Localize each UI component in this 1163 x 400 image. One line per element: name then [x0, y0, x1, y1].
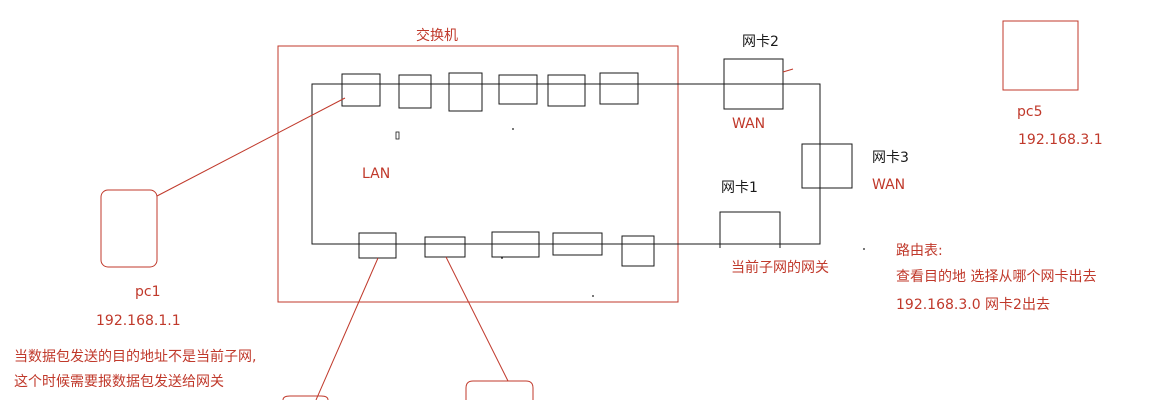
port-bottom-5	[621, 235, 655, 267]
pc-bottom-right-box	[465, 380, 534, 400]
pc5-name: pc5	[1017, 104, 1043, 120]
pc5-box	[1002, 20, 1079, 91]
lan-label: LAN	[362, 166, 390, 182]
router-box	[311, 83, 821, 245]
stray-mark	[395, 131, 400, 140]
port-top-5	[547, 74, 586, 107]
pc5-ip: 192.168.3.1	[1018, 132, 1103, 148]
port-top-4	[498, 74, 538, 105]
note-line-1: 当数据包发送的目的地址不是当前子网,	[14, 348, 256, 365]
route-entry: 192.168.3.0 网卡2出去	[896, 297, 1050, 313]
switch-title: 交换机	[416, 27, 458, 44]
port-top-6	[599, 72, 639, 105]
stray-dot-4	[863, 248, 865, 250]
port-bottom-3	[491, 231, 540, 258]
stray-dot-1	[512, 128, 514, 130]
port-bottom-4	[552, 232, 603, 256]
nic2-label: 网卡2	[742, 34, 779, 50]
nic2-tick	[782, 68, 794, 73]
port-top-2	[398, 74, 432, 109]
switch-box	[277, 45, 679, 303]
pc1-ip: 192.168.1.1	[96, 313, 181, 329]
nic2-box	[723, 58, 784, 110]
port-link-right	[445, 256, 509, 382]
port-bottom-1	[358, 232, 397, 259]
pc1-name: pc1	[135, 284, 161, 300]
top-ports	[341, 72, 639, 112]
route-title: 路由表:	[896, 243, 943, 259]
nic3-box	[801, 143, 853, 189]
stray-dot-3	[592, 295, 594, 297]
port-top-3	[448, 72, 483, 112]
nic3-wan-label: WAN	[872, 177, 905, 193]
note-line-2: 这个时候需要报数据包发送给网关	[14, 373, 224, 390]
port-link-left	[315, 257, 379, 400]
bottom-ports	[358, 231, 655, 267]
nic1-label: 网卡1	[721, 180, 758, 196]
nic1-box	[719, 211, 781, 248]
port-top-1	[341, 73, 381, 107]
port-bottom-2	[424, 236, 466, 258]
nic3-label: 网卡3	[872, 150, 909, 166]
nic1-desc: 当前子网的网关	[731, 259, 829, 276]
pc1-box	[100, 189, 158, 268]
pc-bottom-left-box	[282, 395, 329, 400]
pc1-link	[156, 97, 346, 197]
nic2-wan-label: WAN	[732, 116, 765, 132]
stray-dot-2	[501, 257, 503, 259]
route-desc: 查看目的地 选择从哪个网卡出去	[896, 269, 1096, 285]
